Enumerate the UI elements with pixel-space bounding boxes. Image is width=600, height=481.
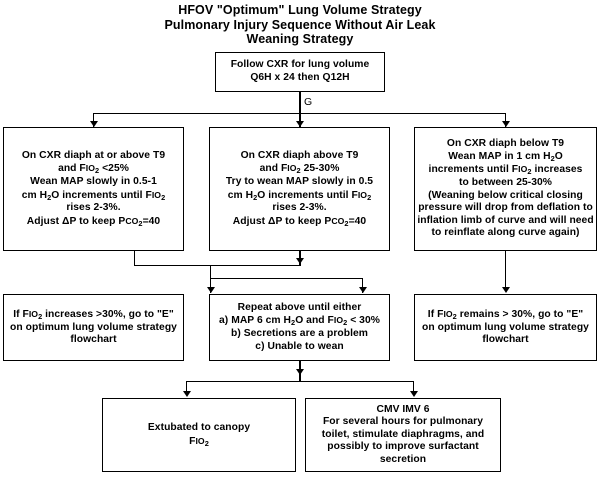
arrowhead-branch-middle (295, 121, 304, 127)
edge-outcome-middle-down (299, 361, 301, 376)
edge-to-outcome-left (210, 278, 212, 293)
node-fio2-increases-go-to-e-text: If FIO2 increases >30%, go to "E"on opti… (10, 309, 177, 346)
arrowhead-branch-right (501, 121, 510, 127)
edge-branch-right-down (505, 251, 507, 291)
arrowhead-final-right (409, 391, 418, 397)
edge-to-final-left (186, 381, 188, 394)
title-line-2: Pulmonary Injury Sequence Without Air Le… (164, 17, 436, 32)
arrowhead-branch-left (89, 121, 98, 127)
edge-start-down (299, 92, 301, 128)
arrowhead-outcome-right (501, 287, 510, 293)
edge-split-bar-row3 (210, 278, 363, 280)
edge-to-branch-right (505, 112, 507, 127)
arrowhead-merge-down (295, 258, 304, 264)
title-line-3: Weaning Strategy (246, 32, 354, 47)
node-fio2-remains-go-to-e-text: If FIO2 remains > 30%, go to "E"on optim… (422, 309, 589, 346)
edge-merge-down-leg (210, 265, 212, 279)
page-title: HFOV "Optimum" Lung Volume Strategy Pulm… (0, 3, 600, 47)
node-fio2-increases-go-to-e: If FIO2 increases >30%, go to "E"on opti… (3, 294, 184, 361)
title-line-1: HFOV "Optimum" Lung Volume Strategy (178, 3, 422, 17)
edge-to-outcome-middle (362, 278, 364, 293)
edge-branch-left-down (134, 251, 136, 266)
arrowhead-outcome-middle (358, 287, 367, 293)
edge-final-split-stem (299, 376, 301, 382)
edge-label-g: G (304, 96, 313, 108)
arrowhead-final-split (295, 369, 304, 375)
edge-to-final-right (413, 381, 415, 394)
edge-merge-bar-left-middle (134, 265, 300, 267)
node-fio2-remains-go-to-e: If FIO2 remains > 30%, go to "E"on optim… (414, 294, 597, 361)
edge-to-branch-left (93, 112, 95, 127)
arrowhead-final-left (182, 391, 191, 397)
edge-distribution-bar-row2 (93, 112, 506, 114)
arrowhead-outcome-left (206, 287, 215, 293)
